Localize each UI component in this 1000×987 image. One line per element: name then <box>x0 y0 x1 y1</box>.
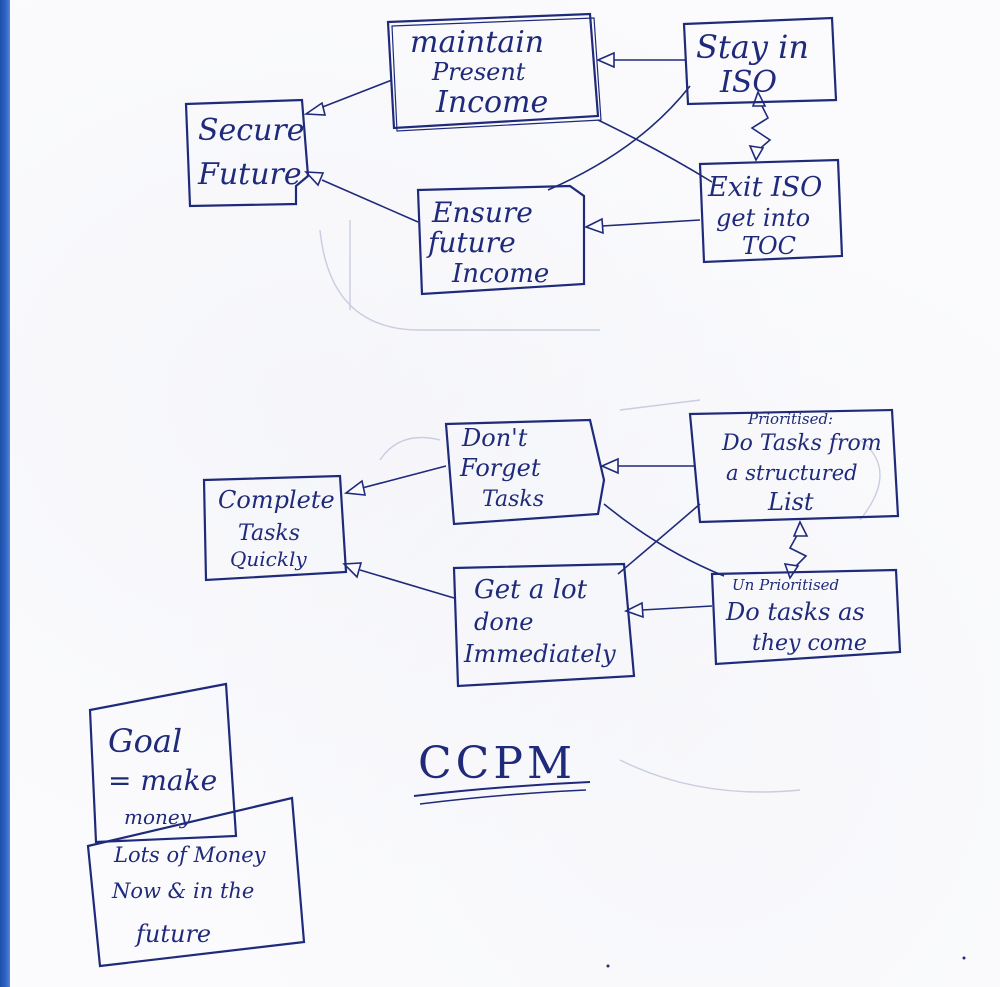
node-line: Do tasks as <box>725 598 865 626</box>
node-stay-in-iso: Stay in ISO <box>682 16 838 106</box>
node-line: Get a lot <box>474 575 588 605</box>
arrowhead-icon <box>303 101 327 116</box>
arrowhead-icon <box>343 479 367 496</box>
arrowhead-icon <box>748 144 765 162</box>
node-line: they come <box>752 631 867 656</box>
bottom-cloud-edges <box>342 457 809 619</box>
conflict-zigzag <box>750 97 772 153</box>
node-line: done <box>474 608 533 636</box>
ink-dot <box>606 964 610 968</box>
edge-getdone-to-complete <box>359 569 455 599</box>
node-line: get into <box>716 204 810 232</box>
node-line: Do Tasks from <box>721 431 882 456</box>
arrowhead-icon <box>342 562 363 579</box>
conflict-zigzag <box>788 529 808 571</box>
unprioritised-label: Un Prioritised <box>732 576 839 594</box>
arrowhead-icon <box>623 601 644 619</box>
node-line: Tasks <box>238 521 300 546</box>
binder-edge <box>0 0 10 987</box>
node-line: Future <box>197 157 302 192</box>
node-lots-of-money: Lots of Money Now & in the future <box>86 796 306 968</box>
node-line: Income <box>451 259 549 289</box>
node-line: Now & in the <box>111 879 254 903</box>
arrowhead-icon <box>583 217 604 235</box>
faint-background-sketch <box>319 220 881 793</box>
node-secure-future: Secure Future <box>184 98 310 208</box>
node-complete-tasks-quickly: Complete Tasks Quickly <box>202 474 348 582</box>
arrowhead-icon <box>792 520 809 537</box>
prioritised-label: Prioritised: <box>747 410 833 428</box>
arrowhead-icon <box>596 51 615 69</box>
node-goal-make-money: Goal = make money <box>88 682 238 844</box>
edge-unprioritised-to-getdone <box>641 605 713 611</box>
cross-line-maintain-exit <box>597 119 713 183</box>
diagram-title: CCPM <box>418 738 576 789</box>
node-line: a structured <box>726 461 858 485</box>
cross-line-ensure-stay <box>547 85 691 191</box>
node-line: Immediately <box>463 640 616 668</box>
node-line: Ensure <box>431 196 533 229</box>
node-line: money <box>124 805 192 829</box>
node-line: Exit ISO <box>707 172 822 203</box>
title-underline <box>419 789 587 805</box>
node-line: = make <box>108 764 217 797</box>
node-get-a-lot-done-immediately: Get a lot done Immediately <box>452 562 636 688</box>
arrowhead-icon <box>304 171 325 187</box>
node-line: TOC <box>742 232 796 260</box>
node-line: Don't <box>461 424 528 452</box>
node-prioritised-structured-list: Prioritised: Do Tasks from a structured … <box>688 408 900 524</box>
node-line: future <box>134 920 211 948</box>
node-line: ISO <box>719 65 777 100</box>
node-line: Lots of Money <box>113 843 267 867</box>
node-unprioritised-as-they-come: Un Prioritised Do tasks as they come <box>710 568 902 666</box>
node-line: maintain <box>410 25 544 60</box>
node-line: future <box>426 226 516 259</box>
cross-line-getdone-prioritised <box>617 503 701 575</box>
node-line: Goal <box>108 722 182 760</box>
edge-maintain-to-secure <box>319 79 393 109</box>
node-line: Tasks <box>482 487 544 512</box>
node-line: Stay in <box>696 28 809 66</box>
node-line: Income <box>435 85 548 120</box>
top-cloud-edges <box>303 51 772 235</box>
edge-exit-to-ensure <box>601 219 701 227</box>
edge-dontforget-to-complete <box>361 465 447 489</box>
node-line: List <box>767 488 814 516</box>
ink-dot <box>962 956 966 960</box>
node-line: Secure <box>198 113 305 148</box>
node-ensure-future-income: Ensure future Income <box>416 184 586 296</box>
node-exit-iso-get-into-toc: Exit ISO get into TOC <box>698 158 844 264</box>
node-line: Forget <box>459 454 541 482</box>
node-dont-forget-tasks: Don't Forget Tasks <box>444 418 606 526</box>
node-line: Complete <box>218 486 335 514</box>
node-line: Present <box>431 58 526 86</box>
title-underline <box>413 781 591 797</box>
node-line: Quickly <box>230 547 307 571</box>
node-maintain-present-income: maintain Present Income <box>386 12 602 132</box>
cross-line-dontforget-unprioritised <box>603 503 725 577</box>
diagram-title-group: CCPM <box>413 738 591 805</box>
edge-ensure-to-secure <box>321 179 419 223</box>
arrowhead-icon <box>600 457 619 475</box>
